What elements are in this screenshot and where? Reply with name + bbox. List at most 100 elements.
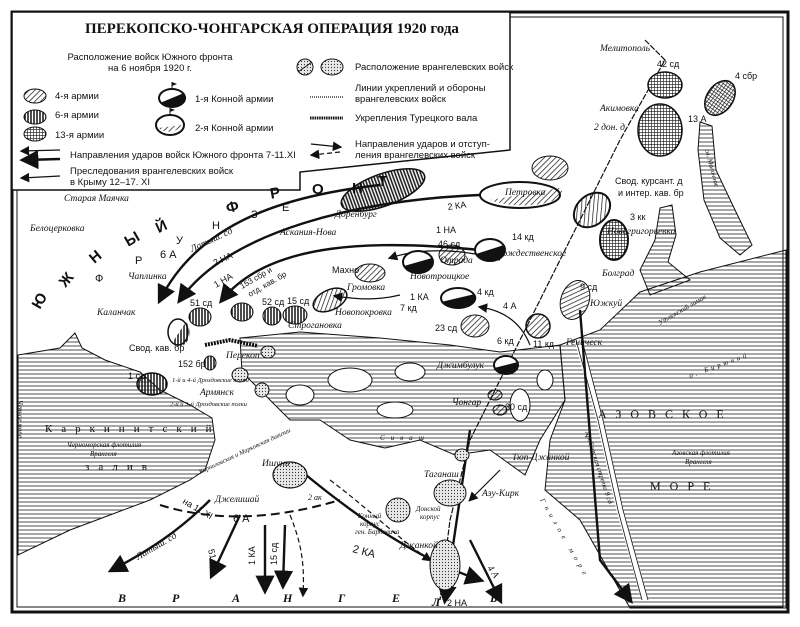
settlement-label: Петровка <box>504 188 546 198</box>
unit-label: 6 А <box>160 249 177 261</box>
azov-fleet-label: Азовская флотилия <box>671 449 730 457</box>
wrangel-units <box>231 345 470 591</box>
unit-label: 4 А <box>503 301 517 311</box>
unit-label: 1 НА <box>436 225 456 235</box>
black-sea-fleet-label: Черноморская флотилия <box>67 441 141 449</box>
wrangel-letter: Р <box>172 591 180 605</box>
unit-label: корпус <box>360 520 381 528</box>
settlement-label: Мелитополь <box>599 44 651 54</box>
unit-label: 2 дон. д <box>594 122 625 133</box>
commander-letter: Е <box>282 202 289 214</box>
settlement-label: Махно <box>332 265 359 275</box>
unit-label: 3 кк <box>630 212 645 222</box>
red-army-units <box>136 71 736 416</box>
wrangel-letter: Г <box>337 591 346 605</box>
settlement-label: Ишунь <box>261 459 290 469</box>
unit-label: 1-й и 4-й Дроздовские полки <box>172 377 250 384</box>
molochnoe-lake <box>639 121 753 296</box>
legend-wrangel-moves: Направления ударов и отступ- <box>355 139 490 150</box>
commander-letter: Н <box>212 220 220 232</box>
settlement-label: Чонгар <box>452 398 481 408</box>
turkish-wall <box>204 337 259 348</box>
azov-fleet-label-2: Врангеля <box>685 458 712 466</box>
front-letter: О <box>312 181 324 198</box>
front-letter: Т <box>378 173 387 190</box>
pursuit-line-11-xi <box>159 499 341 518</box>
unit-label: 15 сд <box>287 296 310 306</box>
settlement-label: Джанкой <box>399 540 438 551</box>
unit-label: 42 сд <box>657 59 680 69</box>
karkinit-gulf-label: Каркинитский <box>45 423 221 435</box>
legend-fortification: Линии укреплений и обороны <box>355 83 486 94</box>
settlement-label: Отрада <box>440 255 473 266</box>
settlement-label: Громовка <box>346 283 385 293</box>
commander-letter: Р <box>135 255 142 267</box>
unit-label: 52 сд <box>262 297 285 307</box>
settlement-label: Армянск <box>199 388 234 398</box>
sivash-label: Сиваш <box>380 434 430 442</box>
settlement-labels: Мелитополь Акимовка Новогригорьевка Болг… <box>29 44 676 551</box>
unit-label: 51 сд <box>190 298 213 308</box>
sivash-lagoon <box>239 331 566 476</box>
cavalry-2-symbol <box>155 108 185 136</box>
azov-sea <box>544 249 787 609</box>
settlement-label: Строгановка <box>288 321 342 331</box>
wrangel-retreat-arrow-symbol <box>309 149 341 160</box>
gulf-label: залив <box>85 461 156 473</box>
legend-wrangel-moves-2: ления врангелевских войск <box>355 150 476 161</box>
unit-label: и интер. кав. бр <box>618 188 684 198</box>
settlement-label: Геническ <box>565 338 603 348</box>
legend-turkish-wall: Укрепления Турецкого вала <box>355 113 478 124</box>
settlement-label: Аскания-Нова <box>279 228 337 238</box>
unit-label: 152 бр <box>178 359 206 369</box>
unit-label: 4 кд <box>477 287 494 297</box>
unit-label: 7 кд <box>400 303 417 313</box>
unit-label: 14 кд <box>512 232 534 242</box>
unit-label: 15 сд <box>269 542 279 565</box>
army-6-symbol <box>23 109 47 125</box>
legend-subtitle: Расположение войск Южного фронта <box>67 52 233 63</box>
unit-label: корпус <box>420 513 441 521</box>
unit-label: 2-й и 3-й Дроздовские полки <box>170 401 248 408</box>
wrangel-letter: Л <box>431 595 441 609</box>
unit-label: Конный <box>357 512 382 520</box>
commander-letter: У <box>176 235 184 247</box>
commander-lettering: Ф Р У Н З Е <box>95 202 289 285</box>
black-sea-label: Черное море <box>16 400 24 438</box>
legend-cavalry-2: 2-я Конной армии <box>195 123 273 134</box>
settlement-label: Доренбург <box>334 209 377 220</box>
strike-thick-arrow-symbol <box>19 150 61 170</box>
settlement-label: Джимбулук <box>436 360 485 371</box>
unit-label: 6 А <box>233 513 250 525</box>
legend-south-front-strikes: Направления ударов войск Южного фронта 7… <box>70 150 296 161</box>
unit-label: 1 сд <box>128 371 146 381</box>
settlement-label: Новопокровка <box>334 308 392 318</box>
settlement-label: Южкуй <box>589 298 622 309</box>
army-13-symbol <box>23 126 47 142</box>
wrangel-letter: Ь <box>489 591 498 605</box>
commander-letter: З <box>251 209 258 221</box>
settlement-label: Тюп-Джанкой <box>512 452 570 463</box>
wrangel-letter: А <box>231 591 240 605</box>
unit-label: 9 сд <box>580 282 598 292</box>
settlement-label: Болград <box>601 268 634 279</box>
azov-sea-label: АЗОВСКОЕ <box>598 407 733 421</box>
legend-fortification-2: врангелевских войск <box>355 94 447 105</box>
unit-label: 30 сд <box>505 402 528 412</box>
settlement-label: Новотроицкое <box>409 272 469 282</box>
commander-letter: Ф <box>95 273 103 285</box>
settlement-label: Старая Маячка <box>64 194 129 204</box>
legend-wrangel: Расположение врангелевских войск <box>355 62 514 73</box>
wrangel-letter: Н <box>282 591 293 605</box>
unit-label: 1 КА <box>410 292 429 302</box>
unit-label: 2 НА <box>447 598 467 608</box>
legend-pursuit: Преследования врангелевских войск <box>70 166 234 177</box>
settlement-label: Джелишай <box>214 494 260 505</box>
unit-label: 2 КА <box>351 543 377 561</box>
front-letter: Ю <box>29 290 51 312</box>
unit-label: 11 кд <box>533 339 555 349</box>
unit-label: Донской <box>415 505 441 513</box>
settlement-label: Чаплинка <box>128 272 167 282</box>
legend: ПЕРЕКОПСКО-ЧОНГАРСКАЯ ОПЕРАЦИЯ 1920 года… <box>11 11 514 191</box>
